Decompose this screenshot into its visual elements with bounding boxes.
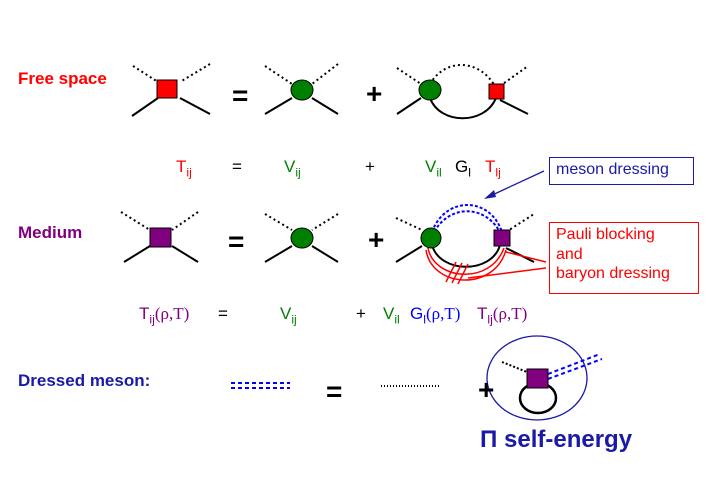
baryon-dressing-text: baryon dressing (556, 265, 670, 283)
dressed-meson-label: Dressed meson: (18, 371, 151, 390)
plus-sign: + (366, 78, 383, 109)
free-t-matrix-vertex (131, 63, 211, 117)
propagator-symbol: Gl (455, 157, 471, 180)
self-energy-label: Π self-energy (480, 426, 633, 453)
free-space-label: Free space (18, 69, 107, 88)
potential-symbol-il: Vil (425, 157, 442, 180)
pauli-and-text: and (556, 245, 583, 263)
equals-sign: = (326, 376, 343, 407)
equals-sign: = (228, 226, 245, 257)
meson-dressing-text: meson dressing (556, 161, 669, 178)
t-matrix-symbol-lj: Tlj (485, 157, 501, 180)
medium-t-matrix-symbol-lj: Tlj(ρ,T) (477, 304, 528, 327)
medium-propagator-symbol: Gl(ρ,T) (410, 304, 461, 327)
medium-potential-vertex (264, 213, 339, 263)
free-loop-diagram (396, 64, 529, 120)
medium-label: Medium (18, 223, 83, 242)
equation-equals: = (218, 304, 228, 323)
medium-t-matrix-symbol: Tij(ρ,T) (139, 304, 190, 327)
free-potential-vertex (264, 63, 339, 115)
equation-plus: + (356, 304, 366, 323)
meson-dressing-callout: meson dressing (549, 157, 694, 185)
potential-symbol-il: Vil (383, 304, 400, 327)
pauli-blocking-text: Pauli blocking (556, 226, 655, 243)
plus-sign: + (368, 224, 385, 255)
plus-sign: + (478, 374, 495, 405)
potential-symbol: Vij (284, 157, 301, 180)
meson-dressing-arrow (484, 170, 545, 199)
medium-loop-diagram (395, 204, 535, 285)
potential-symbol: Vij (280, 304, 297, 327)
equation-equals: = (232, 157, 242, 176)
t-matrix-symbol: Tij (176, 157, 192, 180)
self-energy-diagram (486, 335, 603, 421)
equation-plus: + (365, 157, 375, 176)
pauli-blocking-pointer (467, 251, 547, 279)
equals-sign: = (232, 80, 249, 111)
medium-t-matrix-vertex (120, 211, 199, 263)
pauli-blocking-callout: Pauli blocking and baryon dressing (549, 222, 699, 294)
